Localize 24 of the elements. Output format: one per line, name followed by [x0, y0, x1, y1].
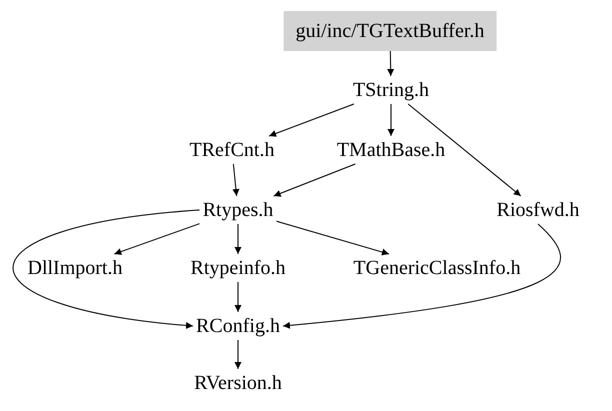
arrow [282, 224, 561, 329]
arrow [12, 210, 200, 329]
file-label: DllImport.h [24, 254, 126, 282]
arrow [276, 220, 390, 256]
arrow [234, 224, 242, 254]
file-label: TString.h [350, 76, 432, 104]
highlighted-file-box: gui/inc/TGTextBuffer.h [284, 11, 496, 51]
arrow [273, 164, 356, 197]
arrow [114, 223, 200, 255]
arrow [234, 282, 242, 312]
arrow [268, 104, 354, 137]
file-label: TRefCnt.h [186, 136, 278, 164]
arrow [234, 340, 242, 370]
arrow [232, 164, 240, 196]
arrow [387, 50, 394, 76]
file-label: TMathBase.h [334, 136, 448, 164]
file-label: TGenericClassInfo.h [350, 254, 524, 282]
file-label: Riosfwd.h [494, 196, 582, 224]
file-label: Rtypeinfo.h [188, 254, 288, 282]
file-label: RConfig.h [193, 312, 283, 340]
file-label: Rtypes.h [200, 196, 276, 224]
file-label: RVersion.h [191, 369, 285, 397]
arrow [388, 104, 394, 136]
arrow [408, 104, 522, 196]
